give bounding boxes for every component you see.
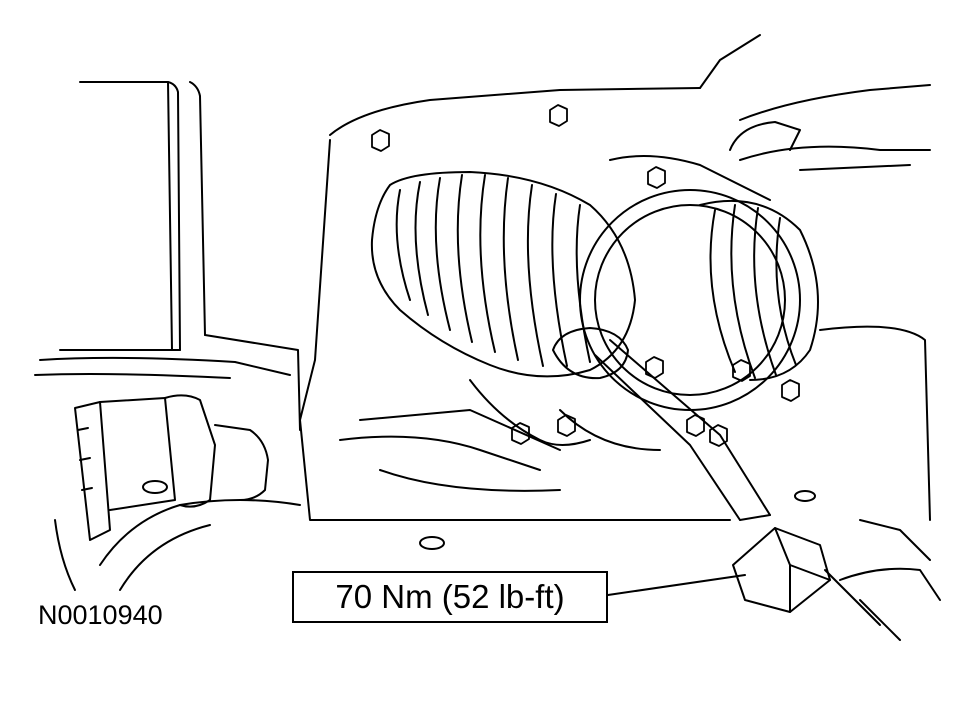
steering-boot — [370, 171, 636, 378]
bolt-icon — [709, 424, 728, 447]
bolt-icon — [732, 359, 751, 382]
bolt-icon — [557, 414, 576, 437]
bolt-icon — [645, 356, 664, 379]
bolt-icon — [781, 379, 800, 402]
figure-number: N0010940 — [38, 600, 163, 630]
torque-spec-callout: 70 Nm (52 lb-ft) — [292, 571, 608, 623]
bolts — [371, 104, 800, 447]
bolt-icon — [511, 422, 530, 445]
gear-housing — [469, 155, 801, 451]
lower-control-arm — [34, 356, 816, 591]
frame-rail — [59, 81, 301, 431]
callout-leader — [607, 574, 746, 596]
tie-rod — [552, 327, 941, 641]
body-panel — [329, 34, 931, 171]
bolt-icon — [549, 104, 568, 127]
steering-boot-right — [699, 199, 819, 381]
bolt-icon — [686, 414, 705, 437]
bolt-icon — [647, 166, 666, 189]
crossmember — [299, 139, 931, 561]
bolt-icon — [371, 129, 390, 152]
